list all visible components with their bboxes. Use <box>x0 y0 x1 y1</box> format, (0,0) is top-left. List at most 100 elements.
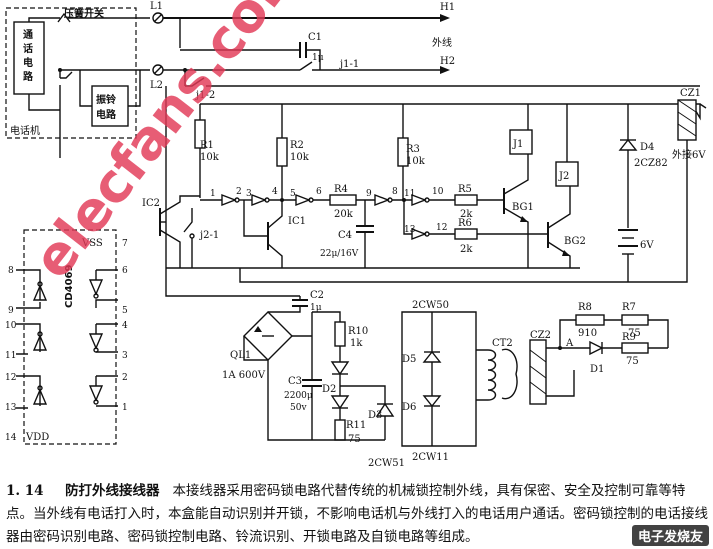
watermark: elecfans.com <box>21 0 317 290</box>
cd4069-label: CD4069 <box>64 264 75 308</box>
C1-label: C1 <box>308 32 322 43</box>
ring-circuit-label-2: 电路 <box>96 108 117 121</box>
R2-value: 10k <box>290 152 310 163</box>
D5-label: D5 <box>402 354 416 365</box>
R7-label: R7 <box>622 302 636 313</box>
site-logo: 电子发烧友 <box>631 525 709 546</box>
pin-label: 10 <box>432 187 444 197</box>
vss-label: VSS <box>81 238 103 249</box>
ic-pin-right: 1 <box>122 403 128 413</box>
R8-label: R8 <box>578 302 592 313</box>
C2-label: C2 <box>310 290 324 301</box>
CZ2-label: CZ2 <box>530 330 551 341</box>
ic-pin-left: 11 <box>5 351 16 361</box>
ic-pin-right: 4 <box>122 321 128 331</box>
capacitor-C4: C4 22μ/16V <box>320 200 374 268</box>
CT2-label: CT2 <box>492 338 513 349</box>
ic-pin-right: 2 <box>122 373 128 383</box>
pin-label: 6 <box>316 187 322 197</box>
diode-D4: D4 2CZ82 <box>618 138 668 228</box>
BG1-label: BG1 <box>512 202 534 213</box>
outer-line-label: 外线 <box>432 36 452 49</box>
inverter-chain: R4 20k R5 2k R6 2k 1 2 3 4 5 6 9 8 11 10… <box>200 184 548 255</box>
schematic-diagram: 通 话 电 路 振铃 电路 电话机 压簧开关 L1 L2 H1 H2 外线 C1… <box>5 0 707 469</box>
R10-label: R10 <box>348 326 368 337</box>
ext-resistors: R8 910 R7 75 R9 75 A D1 <box>558 302 669 375</box>
ic-pin-right: 5 <box>122 306 128 316</box>
D1-label: D1 <box>590 364 604 375</box>
QL1-value: 1A 600V <box>222 370 266 381</box>
IC1-label: IC1 <box>288 216 306 227</box>
ground-rail <box>165 267 628 297</box>
cd4069-pinout: VSS VDD CD4069 8 9 10 11 12 13 14 7 6 5 … <box>5 229 128 445</box>
cw50-label: 2CW50 <box>412 300 449 311</box>
ic-pin-right: 6 <box>122 266 128 276</box>
ic-pin-left: 10 <box>5 321 17 331</box>
phone-label: 电话机 <box>10 124 40 137</box>
connector-CZ1: CZ1 外接6V <box>628 88 706 283</box>
ring-circuit-label-1: 振铃 <box>96 93 117 106</box>
caption-number: 1. 14 <box>6 483 44 499</box>
QL1-label: QL1 <box>230 350 251 361</box>
R4-label: R4 <box>334 184 348 195</box>
R3-value: 10k <box>406 156 426 167</box>
relay-J1: J1 <box>509 129 533 155</box>
bridge-QL1: C2 1μ QL1 1A 600V <box>222 290 385 441</box>
J1-label: J1 <box>512 139 523 150</box>
H2-label: H2 <box>440 56 455 67</box>
R4-value: 20k <box>334 209 354 220</box>
R5-label: R5 <box>458 184 472 195</box>
A-label: A <box>565 338 574 349</box>
J2-label: J2 <box>558 171 569 182</box>
talk-circuit-label-1: 通 <box>23 29 33 41</box>
pin-label: 4 <box>272 187 278 197</box>
CZ1-label: CZ1 <box>680 88 701 99</box>
ic-pin-left: 13 <box>5 403 17 413</box>
battery-label: 6V <box>640 240 654 251</box>
BG2-label: BG2 <box>564 236 586 247</box>
pin-label: 12 <box>436 223 447 233</box>
C4-label: C4 <box>338 230 352 241</box>
ic-pin-left: 9 <box>8 306 14 316</box>
L2-label: L2 <box>150 80 163 91</box>
line-terminals: L1 L2 H1 H2 外线 C1 1μ j1-1 j1-2 <box>150 1 700 101</box>
D4-value: 2CZ82 <box>634 158 668 169</box>
ext6v-label: 外接6V <box>672 148 706 161</box>
talk-circuit-label-4: 路 <box>23 70 34 83</box>
C3-label: C3 <box>288 376 302 387</box>
j2-1-label: j2-1 <box>199 230 219 241</box>
D6-label: D6 <box>402 402 416 413</box>
transformer-CT2: CT2 <box>476 338 518 401</box>
reed-switch-label: 压簧开关 <box>64 7 104 20</box>
transistor-BG1: BG1 <box>503 154 534 268</box>
IC2-label: IC2 <box>142 198 160 209</box>
resistor-R3: R3 10k <box>397 137 426 200</box>
R7-value: 75 <box>628 328 641 339</box>
R11-value: 75 <box>348 434 361 445</box>
R6-label: R6 <box>458 218 472 229</box>
R3-label: R3 <box>406 144 420 155</box>
D4-label: D4 <box>640 142 654 153</box>
relay-J2: J2 <box>555 104 579 187</box>
R9-value: 75 <box>626 356 639 367</box>
transistor-BG2: BG2 <box>547 186 586 268</box>
R1-value: 10k <box>200 152 220 163</box>
j1-2-label: j1-2 <box>195 90 215 101</box>
R1-label: R1 <box>200 140 214 151</box>
C3-value: 2200μ <box>284 391 313 401</box>
pin-label: 3 <box>246 189 252 199</box>
optocoupler-chain: R10 1k D2 R11 75 D3 2CW51 <box>312 311 405 469</box>
pin-label: 13 <box>404 225 416 235</box>
positive-rail <box>165 86 707 280</box>
pin-label: 1 <box>210 189 216 199</box>
caption-title: 防打外线接线器 <box>65 483 160 499</box>
pin-label: 11 <box>404 189 415 199</box>
cw11-label: 2CW11 <box>412 452 449 463</box>
connector-CZ2: CZ2 <box>529 319 576 405</box>
vdd-label: VDD <box>25 432 49 443</box>
pin-label: 8 <box>392 187 398 197</box>
resistor-R2: R2 10k <box>276 137 310 198</box>
figure-caption: 1. 14 防打外线接线器 本接线器采用密码锁电路代替传统的机械锁控制外线，具有… <box>6 480 708 549</box>
pin-label: 5 <box>290 189 296 199</box>
R5-value: 2k <box>460 209 473 220</box>
